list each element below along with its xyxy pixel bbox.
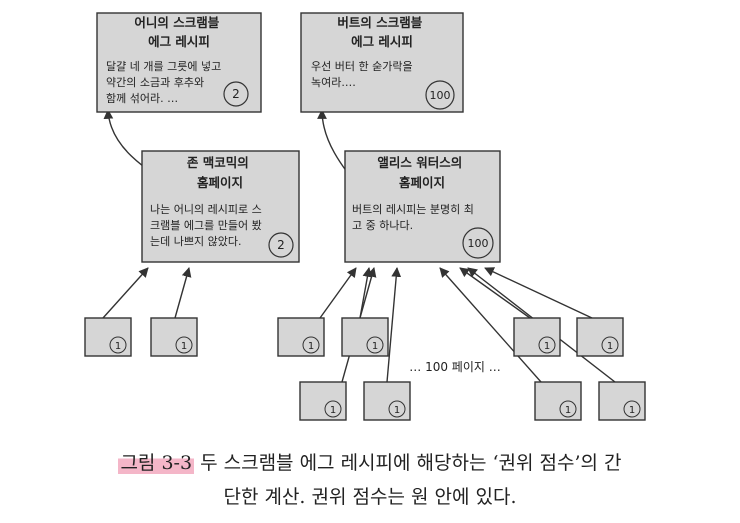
page-body-line: 우선 버터 한 숟가락을 (311, 60, 413, 73)
authority-score: 2 (232, 87, 240, 101)
page-body-line: 달걀 네 개를 그릇에 넣고 (106, 60, 221, 73)
small-pages: 1 1 1 1 1 1 1 (84, 317, 646, 421)
page-title: 앨리스 워터스의 (377, 155, 462, 170)
svg-text:버트의 스크램블 에그 레시피: 버트의 스크램블 에그 레시피 (337, 15, 426, 49)
page-title: 에그 레시피 (148, 34, 210, 49)
svg-text:존 맥코믹의 홈페이지: 존 맥코믹의 홈페이지 (187, 155, 253, 190)
svg-text:앨리스 워터스의 홈페이지: 앨리스 워터스의 홈페이지 (377, 155, 466, 190)
small-page: 1 (299, 381, 347, 421)
page-title: 홈페이지 (197, 175, 243, 190)
arrow-small8-to-alice (459, 267, 531, 319)
page-title: 버트의 스크램블 (337, 15, 422, 30)
page-body-line: 버트의 레시피는 분명히 최 (352, 202, 474, 216)
authority-score: 1 (115, 341, 121, 352)
small-page: 1 (363, 381, 411, 421)
page-body-line: 크램블 에그를 만들어 봤 (150, 219, 262, 232)
authority-score: 1 (607, 341, 613, 352)
arrow-small7-to-alice (439, 267, 542, 383)
small-page: 1 (277, 317, 325, 357)
page-bert-recipe: 버트의 스크램블 에그 레시피 우선 버터 한 숟가락을 녹여라.… 100 (300, 12, 464, 113)
figure-caption: 그림 3-3 두 스크램블 에그 레시피에 해당하는 ‘권위 점수’의 간 단한… (0, 446, 740, 514)
arrow-small2-to-john (174, 267, 192, 319)
page-title: 존 맥코믹의 (187, 155, 249, 170)
small-page: 1 (84, 317, 132, 357)
arrow-small3-to-alice (319, 267, 357, 319)
page-title: 홈페이지 (399, 175, 445, 190)
arrow-small1-to-john (102, 267, 149, 319)
svg-text:어니의 스크램블 에그 레시피: 어니의 스크램블 에그 레시피 (134, 15, 223, 49)
caption-line-1: 그림 3-3 두 스크램블 에그 레시피에 해당하는 ‘권위 점수’의 간 (0, 446, 740, 480)
caption-text: 두 스크램블 에그 레시피에 해당하는 ‘권위 점수’의 간 (194, 452, 622, 474)
authority-score: 1 (372, 341, 378, 352)
page-alice-homepage: 앨리스 워터스의 홈페이지 버트의 레시피는 분명히 최 고 중 하나다. 10… (344, 150, 501, 263)
svg-text:달걀 네 개를 그릇에 넣고 약간의 소금과 후: 달걀 네 개를 그릇에 넣고 약간의 소금과 후추와 함께 섞어라. … (106, 60, 225, 105)
page-title: 어니의 스크램블 (134, 15, 219, 30)
small-page: 1 (341, 317, 389, 357)
arrow-small6-to-alice (386, 267, 402, 383)
page-body-line: 약간의 소금과 후추와 (106, 75, 204, 89)
small-page: 1 (598, 381, 646, 421)
authority-score: 1 (308, 341, 314, 352)
authority-score: 100 (430, 89, 451, 102)
authority-score: 1 (544, 341, 550, 352)
small-page: 1 (513, 317, 561, 357)
authority-score: 1 (629, 405, 635, 416)
page-john-homepage: 존 맥코믹의 홈페이지 나는 어니의 레시피로 스 크램블 에그를 만들어 봤 … (141, 150, 300, 263)
page-onee-recipe: 어니의 스크램블 에그 레시피 달걀 네 개를 그릇에 넣고 약간의 소금과 후… (96, 12, 262, 113)
page-title: 에그 레시피 (351, 34, 413, 49)
svg-text:우선 버터 한 숟가락을 녹여라.…: 우선 버터 한 숟가락을 녹여라.… (311, 60, 416, 89)
caption-line-2: 단한 계산. 권위 점수는 원 안에 있다. (223, 486, 517, 508)
authority-score: 1 (181, 341, 187, 352)
page-body-line: 는데 나쁘지 않았다. (150, 235, 241, 248)
figure-label: 그림 3-3 (118, 452, 195, 474)
authority-score: 1 (330, 405, 336, 416)
arrow-small10-to-alice (484, 267, 593, 319)
page-body-line: 함께 섞어라. … (106, 92, 178, 105)
small-page: 1 (576, 317, 624, 357)
small-page: 1 (534, 381, 582, 421)
svg-text:나는 어니의 레시피로 스 크램블 에그를 만들: 나는 어니의 레시피로 스 크램블 에그를 만들어 봤 는데 나쁘지 않았다. (150, 203, 265, 248)
svg-text:버트의 레시피는 분명히 최 고 중 하나다.: 버트의 레시피는 분명히 최 고 중 하나다. (352, 202, 477, 232)
page-body-line: 녹여라.… (311, 76, 356, 89)
page-body-line: 고 중 하나다. (352, 218, 413, 232)
ellipsis-label: … 100 페이지 … (409, 360, 500, 374)
authority-score: 1 (565, 405, 571, 416)
page-body-line: 나는 어니의 레시피로 스 (150, 203, 262, 216)
authority-score: 1 (394, 405, 400, 416)
authority-score: 100 (468, 237, 489, 250)
authority-score: 2 (277, 238, 285, 252)
small-page: 1 (150, 317, 198, 357)
